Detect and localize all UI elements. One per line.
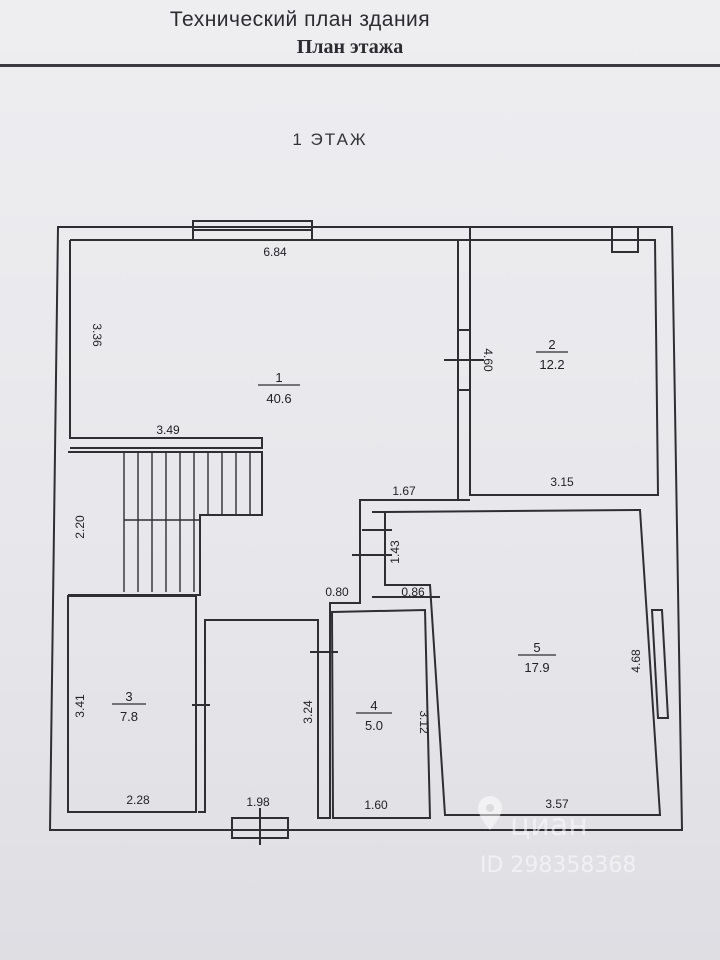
window-1-2 xyxy=(458,329,470,391)
watermark-id: ID 298358368 xyxy=(480,853,636,878)
room1-wall xyxy=(69,240,263,449)
room3-number: 3 xyxy=(125,689,132,704)
floor-label: 1 ЭТАЖ xyxy=(292,130,368,149)
dim-label: 3.57 xyxy=(545,797,569,811)
watermark: циан ID 298358368 xyxy=(478,796,636,878)
dim-label: 4.68 xyxy=(629,649,643,673)
dim-label: 1.43 xyxy=(388,540,402,564)
stair-treads xyxy=(123,452,251,592)
watermark-brand: циан xyxy=(510,808,588,843)
dim-label: 3.15 xyxy=(550,475,574,489)
room2-wall xyxy=(469,227,660,496)
dim-label: 1.67 xyxy=(392,484,416,498)
stair-block xyxy=(68,451,263,596)
room2-number: 2 xyxy=(548,337,555,352)
dim-label: 0.86 xyxy=(401,585,425,599)
top-window xyxy=(192,220,313,241)
dim-label: 1.98 xyxy=(246,795,270,809)
room5-number: 5 xyxy=(533,640,540,655)
document-subtitle: План этажа xyxy=(296,36,404,58)
title-underline xyxy=(0,64,720,67)
room4-number: 4 xyxy=(370,698,377,713)
room1-area: 40.6 xyxy=(266,391,291,406)
outer-wall xyxy=(48,226,684,831)
dim-label: 3.49 xyxy=(156,423,180,437)
room4-wall xyxy=(330,608,432,819)
wall-1-2 xyxy=(458,239,470,501)
outer-wall-inner xyxy=(70,239,459,819)
document-title: Технический план здания xyxy=(169,8,431,31)
map-pin-icon xyxy=(478,796,502,830)
dim-label: 0.80 xyxy=(325,585,349,599)
dim-label: 3.36 xyxy=(90,323,104,347)
dim-label: 2.20 xyxy=(73,515,87,539)
dim-label: 1.60 xyxy=(364,798,388,812)
room5-wall xyxy=(384,508,662,816)
dim-label: 3.12 xyxy=(417,710,431,734)
room5-area: 17.9 xyxy=(524,660,549,675)
dim-label: 4.60 xyxy=(481,348,495,372)
room2-column xyxy=(611,226,639,253)
room2-area: 12.2 xyxy=(539,357,564,372)
bottom-door xyxy=(231,817,289,839)
room1-number: 1 xyxy=(275,370,282,385)
room5-inner xyxy=(372,511,440,598)
dim-label: 2.28 xyxy=(126,793,150,807)
dim-label: 6.84 xyxy=(263,245,287,259)
dim-label: 3.41 xyxy=(73,694,87,718)
room4-area: 5.0 xyxy=(365,718,383,733)
room3-area: 7.8 xyxy=(120,709,138,724)
dim-label: 3.24 xyxy=(301,700,315,724)
window-room5 xyxy=(650,609,670,719)
